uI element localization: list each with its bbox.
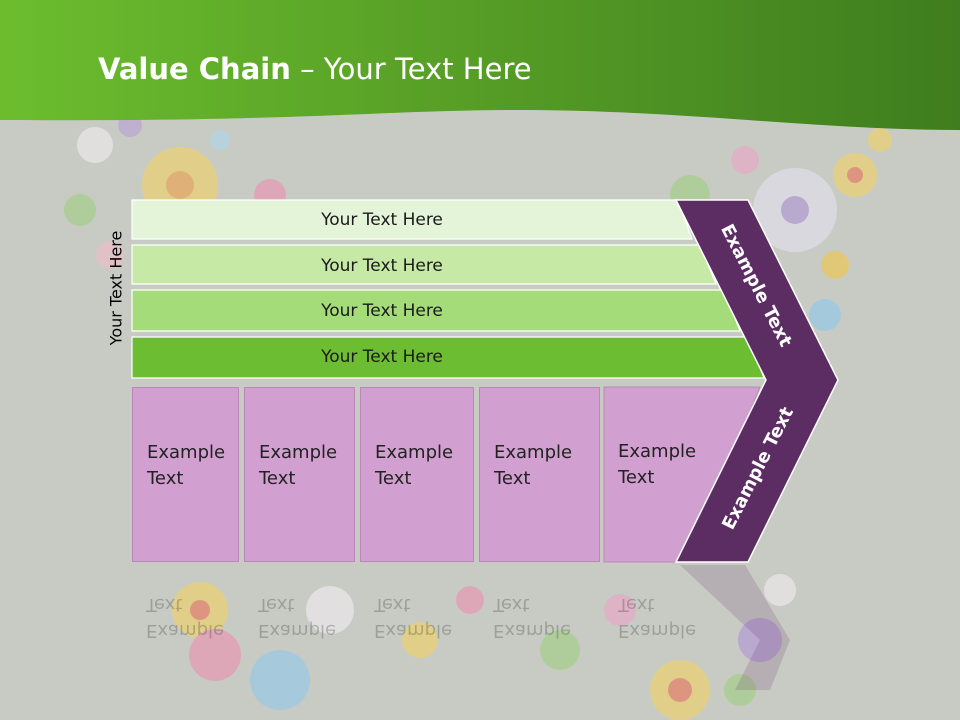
- box-5-label: Example Text: [618, 441, 697, 488]
- side-label: Your Text Here: [106, 230, 126, 346]
- header-band: [0, 0, 960, 130]
- bar-1-shape: [131, 199, 693, 240]
- box-5: Example Text: [604, 387, 704, 562]
- box-1-reflection-text: Example Text: [146, 594, 225, 641]
- box-2-reflection-text: Example Text: [258, 594, 337, 641]
- bar-4-label: Your Text Here: [321, 347, 443, 367]
- chevron-reflection: [680, 565, 790, 690]
- box-2-reflection: Example Text: [244, 565, 355, 695]
- box-3-label: Example Text: [375, 442, 454, 489]
- title-rest: – Your Text Here: [290, 52, 532, 86]
- flower-decoration: [64, 113, 892, 720]
- box-4-reflection: Example Text: [479, 565, 600, 695]
- box-3-reflection-text: Example Text: [374, 594, 453, 641]
- bar-1-label: Your Text Here: [321, 210, 443, 230]
- box-2: Example Text: [244, 387, 355, 562]
- bar-3-label: Your Text Here: [321, 301, 443, 321]
- box-1-label: Example Text: [147, 442, 226, 489]
- bar-1: Your Text Here: [132, 200, 692, 240]
- box-2-label: Example Text: [259, 442, 338, 489]
- bar-4-shape: [131, 336, 765, 379]
- box-4: Example Text: [479, 387, 600, 562]
- bar-3-shape: [131, 289, 741, 332]
- box-3-reflection: Example Text: [360, 565, 474, 695]
- bar-2-label: Your Text Here: [321, 256, 443, 276]
- box-1-reflection: Example Text: [132, 565, 239, 695]
- box-5-reflection-text: Example Text: [618, 594, 697, 641]
- box-5-reflection: Example Text: [604, 565, 704, 695]
- title-bold: Value Chain: [98, 52, 291, 86]
- box-3: Example Text: [360, 387, 474, 562]
- bar-2-shape: [131, 244, 717, 285]
- bar-3: Your Text Here: [132, 291, 692, 331]
- bar-4: Your Text Here: [132, 337, 692, 377]
- page-title: Value Chain – Your Text Here: [98, 52, 532, 86]
- box-1: Example Text: [132, 387, 239, 562]
- bar-2: Your Text Here: [132, 246, 692, 286]
- chevron-arrow: [674, 199, 839, 563]
- box-4-label: Example Text: [494, 442, 573, 489]
- box-4-reflection-text: Example Text: [493, 594, 572, 641]
